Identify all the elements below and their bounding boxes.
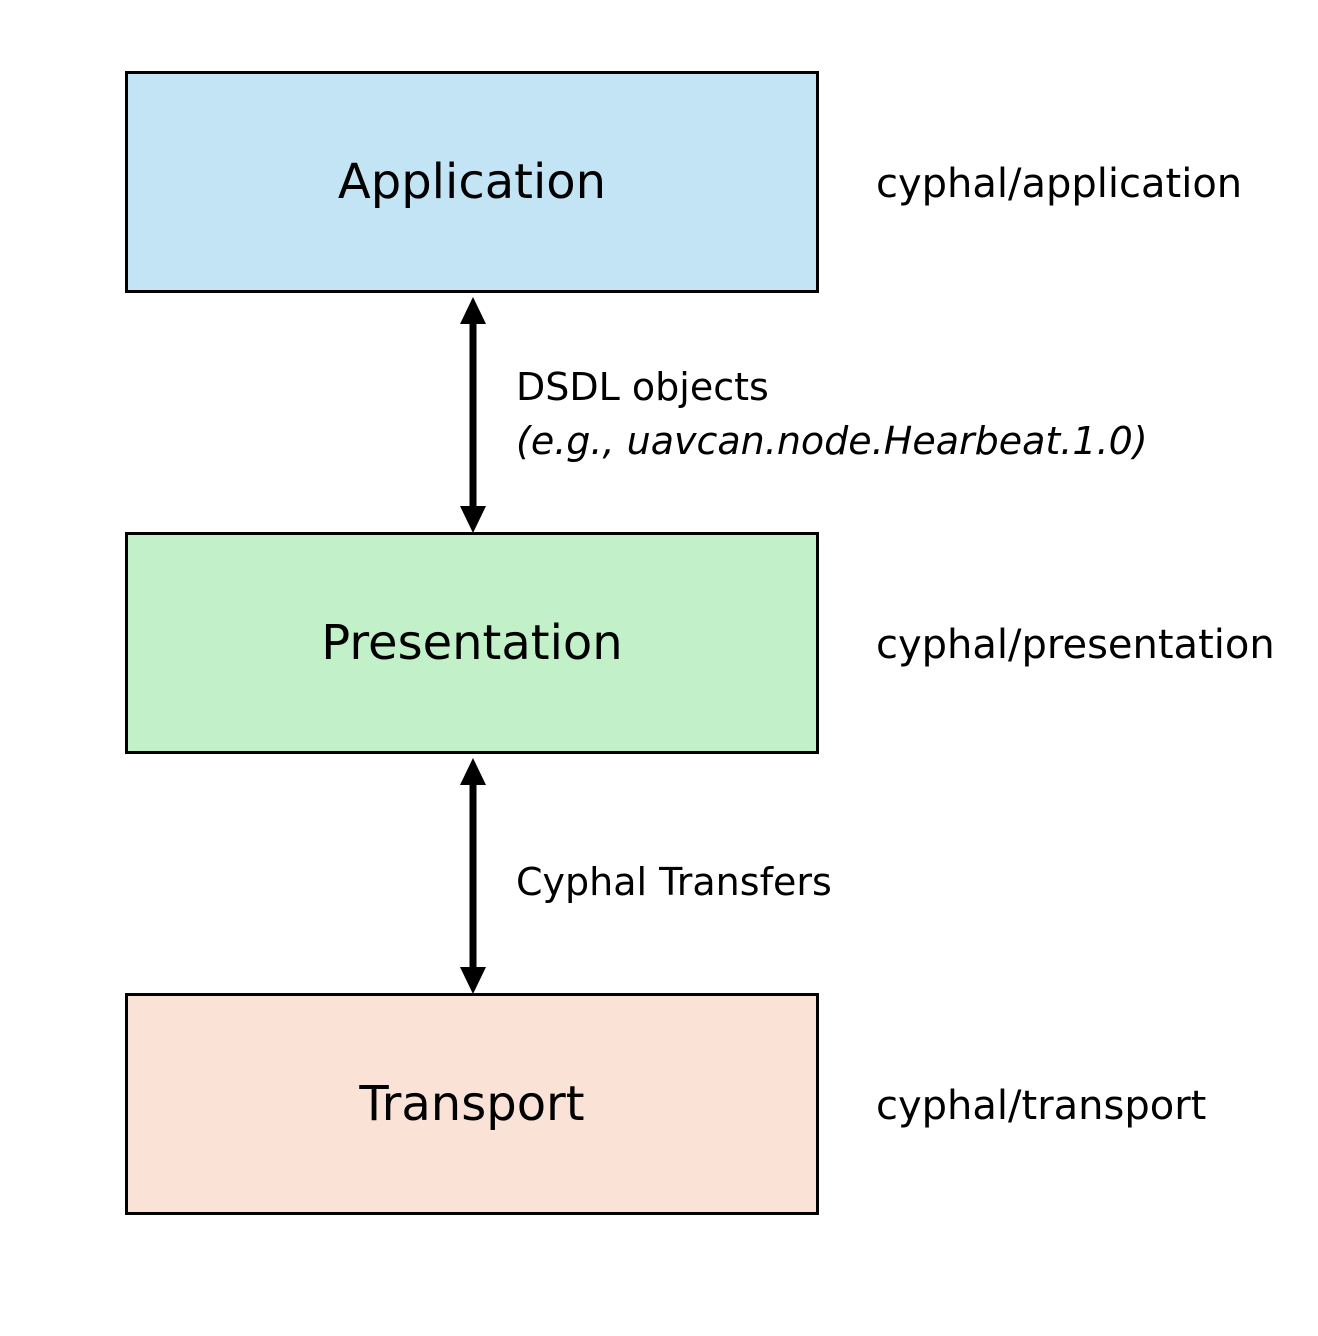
application-module-label: cyphal/application — [876, 161, 1243, 207]
dsdl-objects-label: DSDL objects — [516, 365, 769, 409]
transport-layer-box: Transport — [125, 993, 819, 1215]
application-layer-box: Application — [125, 71, 819, 293]
presentation-transport-arrow — [460, 758, 486, 994]
application-presentation-arrow — [460, 297, 486, 533]
presentation-layer-title: Presentation — [321, 615, 623, 671]
transport-layer-title: Transport — [359, 1076, 585, 1132]
dsdl-example-label: (e.g., uavcan.node.Hearbeat.1.0) — [516, 419, 1148, 463]
presentation-module-label: cyphal/presentation — [876, 622, 1275, 668]
transport-module-label: cyphal/transport — [876, 1083, 1207, 1129]
application-layer-title: Application — [337, 154, 607, 210]
cyphal-transfers-label: Cyphal Transfers — [516, 860, 832, 904]
presentation-layer-box: Presentation — [125, 532, 819, 754]
